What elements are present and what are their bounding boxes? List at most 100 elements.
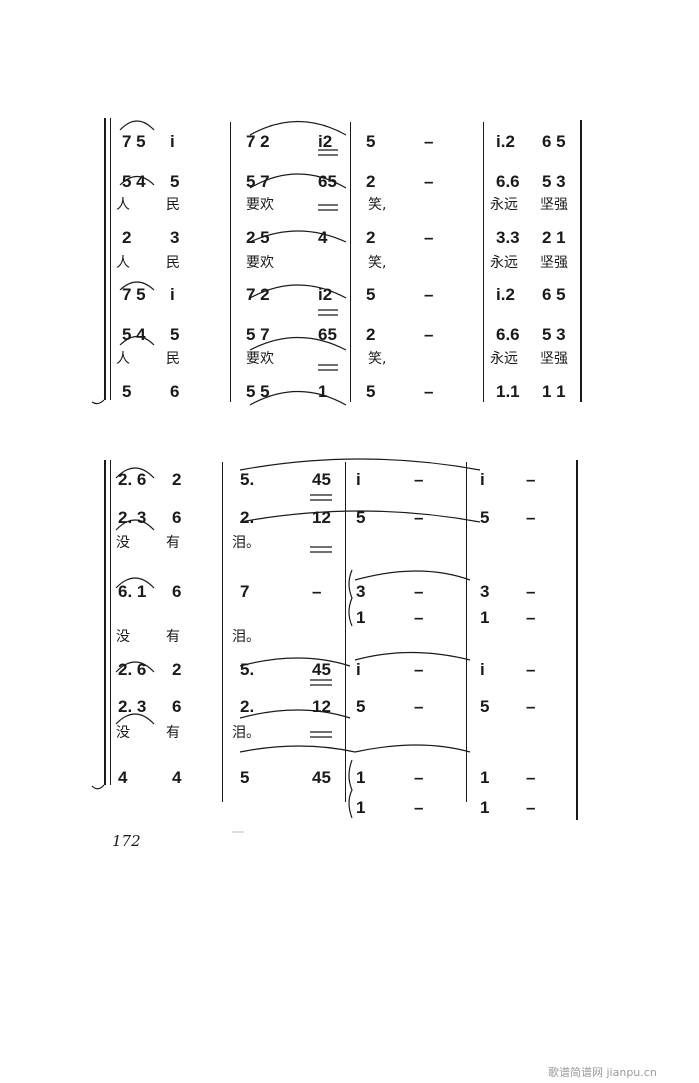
note-cell: i: [356, 470, 361, 489]
lyric-cell: 民: [166, 255, 180, 271]
barline: [345, 462, 346, 802]
note-cell: –: [424, 132, 434, 151]
note-cell: 7 2: [246, 285, 270, 304]
note-cell: 5 5: [246, 382, 270, 401]
lyric-cell: 有: [166, 629, 180, 645]
note-cell: 2.: [240, 508, 255, 527]
note-cell: –: [424, 325, 434, 344]
note-cell: –: [414, 508, 424, 527]
note-cell: –: [526, 660, 536, 679]
note-cell: –: [424, 382, 434, 401]
note-cell: 12: [312, 697, 331, 716]
note-cell: 2 1: [542, 228, 566, 247]
note-cell: 6: [172, 582, 182, 601]
note-cell: 65: [318, 325, 337, 344]
note-cell: 6: [172, 508, 182, 527]
note-cell: 1 1: [542, 382, 566, 401]
note-cell: 1: [480, 768, 490, 787]
note-cell: 5 3: [542, 172, 566, 191]
note-cell: 45: [312, 660, 331, 679]
note-cell: –: [414, 582, 424, 601]
system-1-bracket: [104, 118, 106, 400]
lyric-cell: 要欢: [246, 255, 274, 271]
note-cell: 1.1: [496, 382, 520, 401]
note-cell: 5 7: [246, 325, 270, 344]
note-cell: –: [526, 582, 536, 601]
note-cell: 5: [170, 325, 180, 344]
barline: [466, 462, 467, 802]
note-cell: 6: [170, 382, 180, 401]
note-cell: 1: [356, 608, 366, 627]
system-2-bracket: [104, 460, 106, 785]
note-cell: 1: [480, 798, 490, 817]
lyric-cell: 永远: [490, 351, 518, 367]
note-cell: –: [414, 470, 424, 489]
lyric-cell: 人: [116, 197, 130, 213]
lyric-cell: 坚强: [540, 197, 568, 213]
barline: [483, 122, 484, 402]
note-cell: i: [480, 660, 485, 679]
note-cell: i2: [318, 132, 333, 151]
note-cell: –: [414, 798, 424, 817]
lyric-cell: 泪。: [232, 725, 260, 741]
note-cell: i.2: [496, 285, 515, 304]
lyric-cell: 人: [116, 255, 130, 271]
note-cell: 2: [172, 660, 182, 679]
note-cell: 2. 3: [118, 697, 147, 716]
note-cell: 4: [118, 768, 128, 787]
note-cell: i.2: [496, 132, 515, 151]
note-cell: 45: [312, 470, 331, 489]
lyric-cell: 有: [166, 725, 180, 741]
note-cell: 7 2: [246, 132, 270, 151]
note-cell: –: [424, 285, 434, 304]
lyric-cell: 坚强: [540, 255, 568, 271]
note-cell: –: [312, 582, 322, 601]
note-cell: 5: [356, 697, 366, 716]
note-cell: –: [424, 172, 434, 191]
note-cell: –: [424, 228, 434, 247]
barline: [222, 462, 223, 802]
note-cell: 1: [318, 382, 328, 401]
lyric-cell: 人: [116, 351, 130, 367]
note-cell: 5: [366, 132, 376, 151]
note-cell: 2: [122, 228, 132, 247]
lyric-cell: 民: [166, 197, 180, 213]
note-cell: 5: [366, 382, 376, 401]
note-cell: i: [170, 132, 175, 151]
note-cell: –: [526, 508, 536, 527]
note-cell: 12: [312, 508, 331, 527]
note-cell: 6 5: [542, 285, 566, 304]
note-cell: 1: [356, 768, 366, 787]
note-cell: 2.: [240, 697, 255, 716]
note-cell: i: [170, 285, 175, 304]
page-number: 172: [112, 832, 141, 850]
note-cell: 65: [318, 172, 337, 191]
note-cell: 5: [356, 508, 366, 527]
lyric-cell: 没: [116, 725, 130, 741]
note-cell: 7: [240, 582, 250, 601]
note-cell: –: [526, 697, 536, 716]
note-cell: –: [526, 470, 536, 489]
note-cell: 5.: [240, 660, 255, 679]
note-cell: –: [526, 798, 536, 817]
note-cell: i: [356, 660, 361, 679]
note-cell: 5.: [240, 470, 255, 489]
note-cell: –: [414, 697, 424, 716]
note-cell: 45: [312, 768, 331, 787]
note-cell: 2: [172, 470, 182, 489]
note-cell: 2. 6: [118, 660, 147, 679]
lyric-cell: 笑,: [368, 197, 387, 213]
note-cell: 3: [170, 228, 180, 247]
note-cell: 5 3: [542, 325, 566, 344]
lyric-cell: 要欢: [246, 351, 274, 367]
note-cell: 6: [172, 697, 182, 716]
note-cell: 1: [356, 798, 366, 817]
lyric-cell: 泪。: [232, 535, 260, 551]
note-cell: –: [526, 768, 536, 787]
note-cell: 7 5: [122, 132, 146, 151]
lyric-cell: 有: [166, 535, 180, 551]
note-cell: –: [414, 768, 424, 787]
note-cell: 3: [356, 582, 366, 601]
note-cell: 7 5: [122, 285, 146, 304]
